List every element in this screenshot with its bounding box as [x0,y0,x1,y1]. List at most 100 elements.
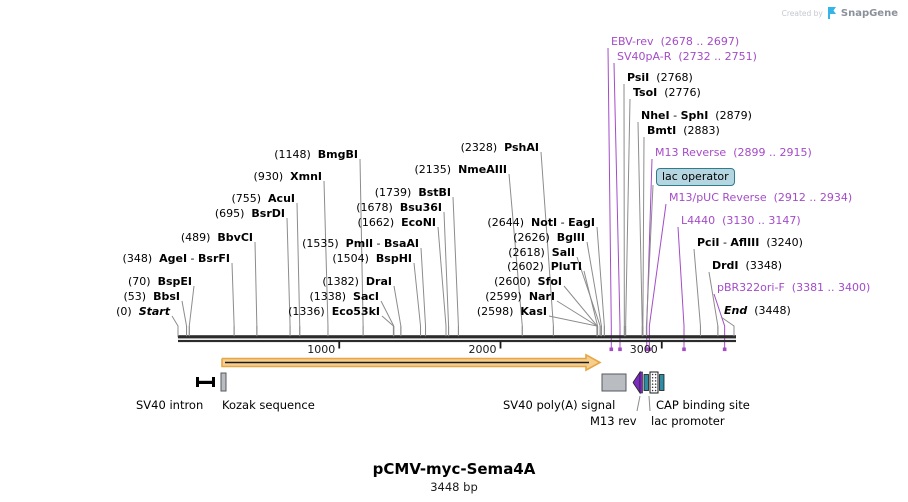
primer-foot-pbr322ori-f [722,347,727,352]
site-connector-l4440 [677,226,685,338]
site-label-bbsi[interactable]: (53) BbsI [123,290,180,303]
site-connector-bstbi [452,196,459,338]
site-label-sfoi[interactable]: (2600) SfoI [494,275,562,288]
site-label-pshai[interactable]: (2328) PshAI [460,141,539,154]
site-label-bsphi[interactable]: (1504) BspHI [332,252,412,265]
primer-foot-m13-reverse [644,347,649,352]
feature-label-m13-rev[interactable]: M13 rev [590,414,637,428]
cap-binding-site-dot [651,383,654,385]
lac-promoter-label-connector [648,395,651,412]
site-label-acui[interactable]: (755) AcuI [231,192,295,205]
site-label-sali[interactable]: (2618) SalI [508,246,575,259]
sv40-polya-box[interactable] [601,373,627,392]
m13-rev-label-connector [636,395,641,412]
site-connector-sfoi [563,285,598,338]
cap-binding-site-dot [654,380,657,382]
feature-label-sv40-polya-signal[interactable]: SV40 poly(A) signal [503,398,616,412]
m13-rev-arrow-body[interactable] [639,371,643,394]
primer-label-m13-reverse[interactable]: M13 Reverse (2899 .. 2915) [655,146,812,159]
site-label-eco53ki[interactable]: (1336) Eco53kI [288,305,380,318]
cap-binding-site-dot [654,373,657,376]
cap-binding-site-dot [654,389,657,392]
site-label-xmni[interactable]: (930) XmnI [253,170,322,183]
site-label-noti-eagi[interactable]: (2644) NotI - EagI [487,216,595,229]
site-label-kasi[interactable]: (2598) KasI [476,305,547,318]
snapgene-credit: Created by SnapGene [782,4,898,23]
site-connector-kasi [548,315,598,338]
site-connector-sv40pa-r [613,62,621,338]
site-label-pmli-bsaai[interactable]: (1535) PmlI - BsaAI [302,237,419,250]
primer-label-l4440[interactable]: L4440 (3130 .. 3147) [681,214,801,227]
lac-promoter-box-10[interactable] [659,374,665,391]
site-connector-pmli-bsaai [420,247,427,338]
site-connector-lac-operator [645,184,654,338]
site-label-bstbi[interactable]: (1739) BstBI [374,186,451,199]
site-label-bmti[interactable]: BmtI (2883) [647,124,720,137]
cap-binding-site-box[interactable] [649,371,659,394]
sv40-intron-bar[interactable] [196,380,215,384]
site-label-agei-bsrfi[interactable]: (348) AgeI - BsrFI [122,252,230,265]
m13-rev-arrow[interactable] [632,370,641,395]
site-connector-bsrdi [286,217,291,338]
feature-label-lac-operator[interactable]: lac operator [656,168,735,186]
lac-promoter-box-35[interactable] [643,374,649,391]
sv40-intron-cap-right[interactable] [212,377,215,387]
site-label-drdi[interactable]: DrdI (3348) [712,259,783,272]
site-label-econi[interactable]: (1662) EcoNI [357,216,436,229]
site-label-tsoi[interactable]: TsoI (2776) [633,86,701,99]
feature-label-sv40-intron[interactable]: SV40 intron [136,398,204,412]
site-label-drai[interactable]: (1382) DraI [322,275,392,288]
site-label-nari[interactable]: (2599) NarI [485,290,555,303]
site-label-pluti[interactable]: (2602) PluTI [507,260,582,273]
site-label-bmgbi[interactable]: (1148) BmgBI [274,148,358,161]
primer-label-sv40pa-r[interactable]: SV40pA-R (2732 .. 2751) [617,50,757,63]
cap-binding-site-dot [651,376,654,379]
cap-binding-site-dot [654,383,657,385]
site-connector-pluti [583,270,599,338]
primer-label-m13-puc-reverse[interactable]: M13/pUC Reverse (2912 .. 2934) [669,191,853,204]
site-label-nmeaiii[interactable]: (2135) NmeAIII [414,163,508,176]
primer-label-ebv-rev[interactable]: EBV-rev (2678 .. 2697) [611,35,740,48]
site-label-psii[interactable]: PsiI (2768) [627,71,693,84]
ruler-tick-2000 [499,341,502,349]
site-connector-saci [380,300,395,338]
site-label-start[interactable]: (0) Start [116,305,170,318]
site-connector-bspei [188,285,195,338]
ruler-tick-1000 [338,341,341,349]
title-block: pCMV-myc-Sema4A 3448 bp [0,460,908,494]
cap-binding-site-dot [651,380,654,382]
site-connector-pcii-afliii [693,248,701,338]
feature-label-kozak-sequence[interactable]: Kozak sequence [222,398,315,412]
site-connector-start [171,315,179,338]
snapgene-flag-icon [827,4,837,23]
site-label-bsu36i[interactable]: (1678) Bsu36I [356,201,442,214]
primer-label-pbr322ori-f[interactable]: pBR322ori-F (3381 .. 3400) [717,281,871,294]
snapgene-brand-text: SnapGene [840,8,898,19]
site-label-saci[interactable]: (1338) SacI [309,290,379,303]
cap-binding-site-dot [651,373,654,376]
site-connector-eco53ki [381,315,394,338]
site-label-bspei[interactable]: (70) BspEI [128,275,192,288]
cap-binding-site-dot [651,389,654,392]
plasmid-title: pCMV-myc-Sema4A [372,460,536,478]
primer-foot-ebv-rev [609,347,614,352]
site-connector-bbsi [181,300,188,338]
site-label-bglii[interactable]: (2626) BglII [513,231,585,244]
site-label-nhei-sphi[interactable]: NheI - SphI (2879) [641,109,752,122]
site-label-end[interactable]: End (3448) [724,304,791,317]
feature-label-lac-promoter[interactable]: lac promoter [651,414,725,428]
site-label-pcii-afliii[interactable]: PciI - AflIII (3240) [697,236,803,249]
kozak-sequence-box[interactable] [220,372,227,392]
site-label-bbvci[interactable]: (489) BbvCI [180,231,253,244]
site-connector-bmti [642,136,645,338]
site-connector-tsoi [625,98,631,338]
site-connector-bsu36i [443,211,450,338]
cap-binding-site-dot [651,386,654,389]
feature-label-cap-binding-site[interactable]: CAP binding site [656,398,750,412]
map-line-top [178,335,736,339]
primer-foot-m13-puc-reverse [647,347,652,352]
site-label-bsrdi[interactable]: (695) BsrDI [214,207,285,220]
